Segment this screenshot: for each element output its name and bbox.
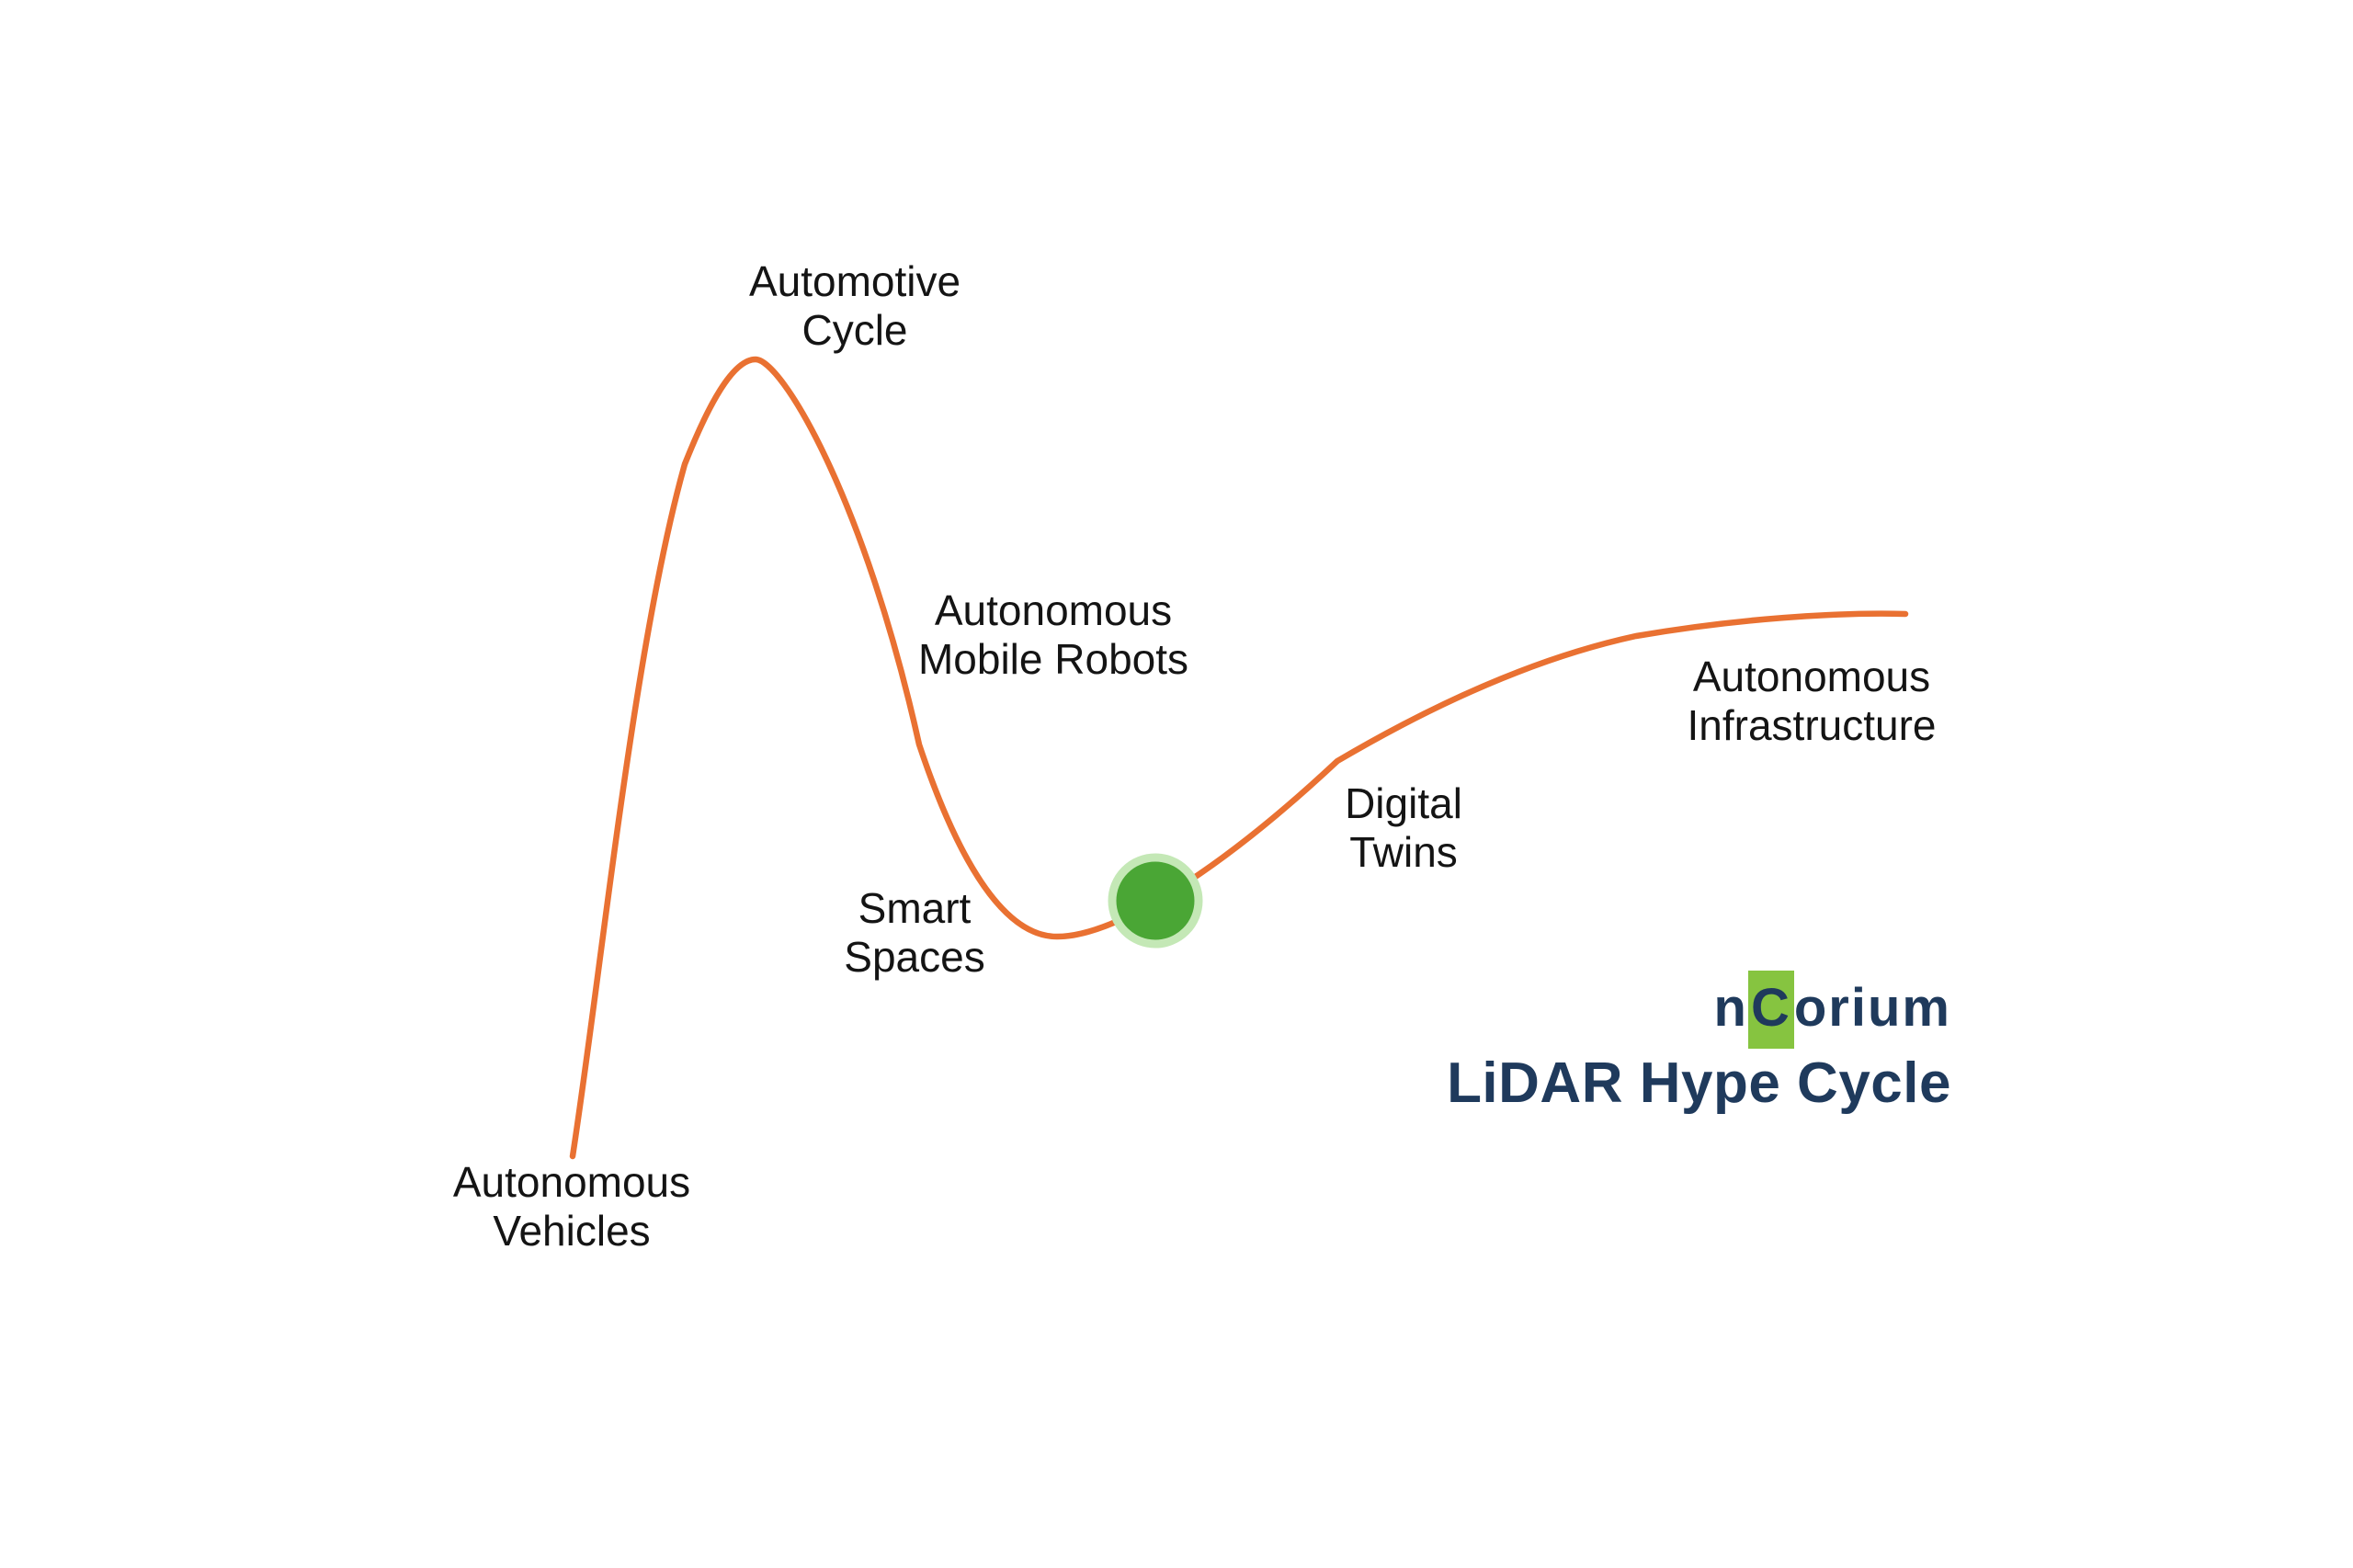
ncorium-logo: nCorium [1447,971,1951,1049]
label-line: Twins [1349,827,1458,876]
label-line: Autonomous [452,1158,691,1206]
label-line: Infrastructure [1687,700,1937,749]
current-position-marker [1108,853,1203,949]
brand-block: nCorium LiDAR Hype Cycle [1447,971,1951,1118]
label-digital-twins: Digital Twins [1345,779,1462,877]
logo-suffix: orium [1793,978,1951,1038]
label-line: Autonomous [1692,653,1931,700]
label-autonomous-vehicles: Autonomous Vehicles [453,1158,690,1256]
label-line: Mobile Robots [917,634,1189,683]
label-autonomous-mobile-robots: Autonomous Mobile Robots [918,586,1188,684]
label-automotive-cycle: Automotive Cycle [749,257,961,355]
logo-highlight-box: C [1747,971,1794,1049]
label-line: Autonomous [934,586,1173,634]
label-line: Digital [1345,779,1462,827]
label-smart-spaces: Smart Spaces [844,884,984,982]
label-line: Spaces [844,932,985,981]
label-line: Automotive [748,257,961,305]
label-line: Cycle [801,305,908,354]
logo-prefix: n [1713,978,1748,1038]
label-line: Vehicles [493,1206,651,1255]
diagram-title: LiDAR Hype Cycle [1447,1051,1951,1115]
label-line: Smart [858,884,972,932]
hype-curve-line [569,356,1909,1160]
label-autonomous-infrastructure: Autonomous Infrastructure [1688,653,1937,750]
